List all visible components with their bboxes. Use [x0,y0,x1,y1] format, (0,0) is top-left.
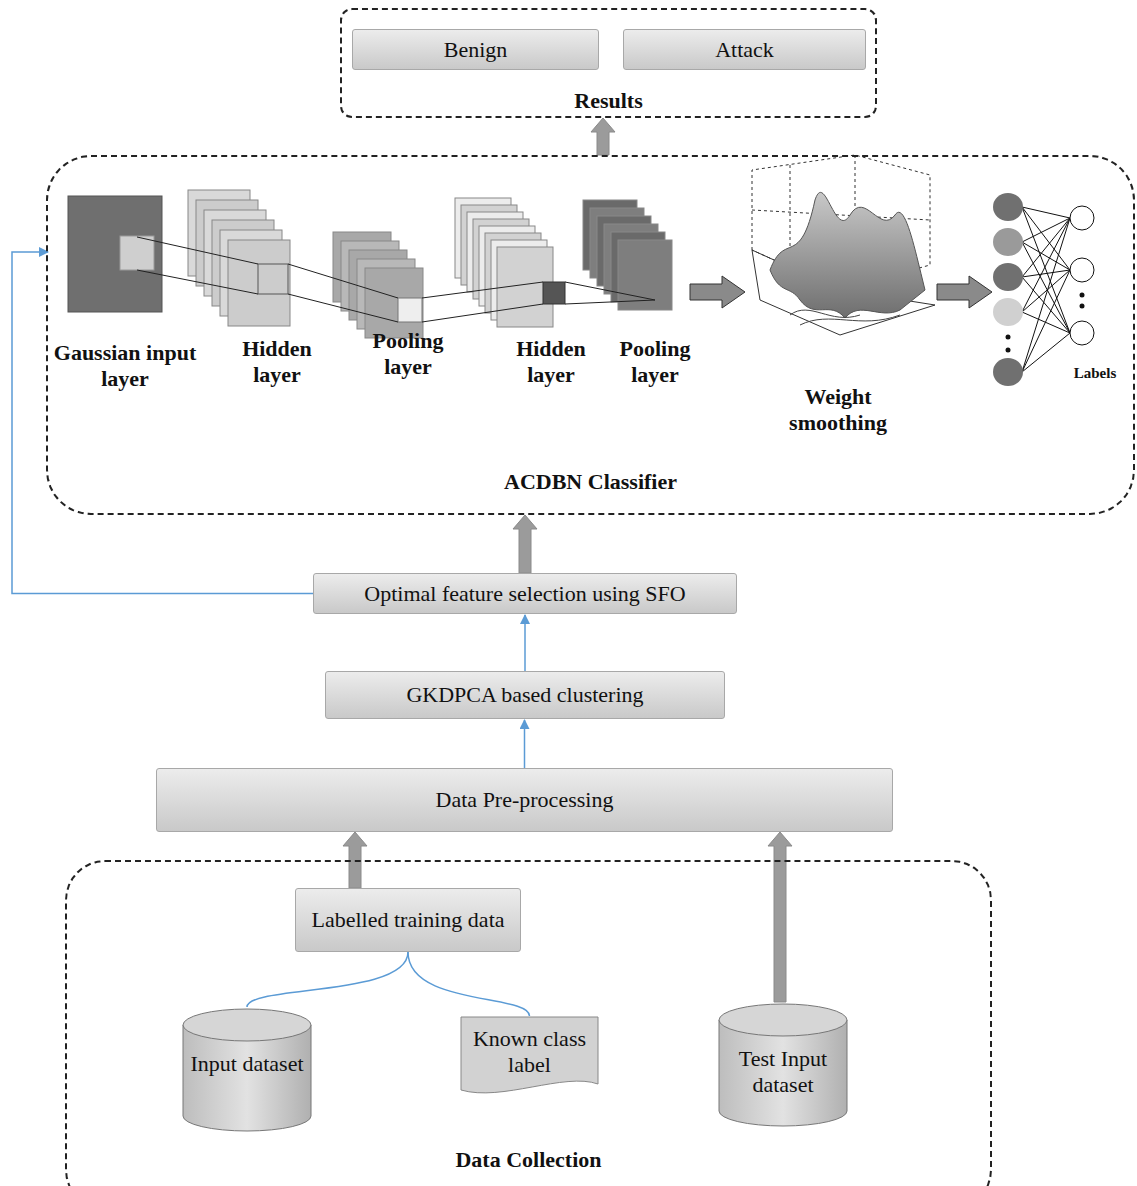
receptive-line [565,300,655,304]
flow-connector [12,252,313,594]
net-link [1022,333,1070,372]
neuron [993,358,1023,386]
neuron [993,298,1023,326]
net-link [1022,207,1070,270]
layer-caption: Gaussian input layer [50,340,200,392]
flow-connector [247,952,408,1007]
box-label: Optimal feature selection using SFO [364,581,685,607]
process-box: Data Pre-processing [156,768,893,832]
box-label: Data Pre-processing [436,787,614,813]
receptive-line [137,270,258,294]
net-link [1022,218,1070,277]
document-shape: Known class label [460,1016,599,1096]
feature-map [228,240,290,326]
input-map [68,196,162,312]
net-link [1022,207,1070,333]
layer-caption: Labels [1060,364,1130,382]
box-label: GKDPCA based clustering [406,682,643,708]
box-label: Benign [444,37,508,63]
flow-connector [524,615,526,671]
group-title: Results [342,88,875,114]
neuron [993,228,1023,256]
database-cylinder: Test Input dataset [718,1002,848,1127]
net-link [1022,218,1070,242]
block-arrow [513,515,537,573]
cylinder-top [183,1009,311,1041]
process-box: Benign [352,29,599,70]
receptive-line [288,264,398,298]
box-label: Input dataset [190,1051,304,1077]
kernel-window [120,236,154,270]
receptive-line [422,282,543,298]
flow-connector [408,952,530,1016]
neuron [993,193,1023,221]
net-link [1022,218,1070,312]
cylinder-top [719,1004,847,1036]
net-link [1022,312,1070,333]
box-label: Known class label [464,1026,595,1078]
process-box: Optimal feature selection using SFO [313,573,737,614]
net-link [1022,242,1070,333]
neuron [993,263,1023,291]
ellipsis-dot [1080,293,1085,298]
weight-surface [752,155,935,335]
layer-caption: Weight smoothing [773,384,903,436]
kernel-window [398,298,422,322]
group-region: Results Benign Attack [340,8,877,118]
neuron [1070,321,1094,345]
ellipsis-dot [1006,335,1011,340]
receptive-line [288,294,398,322]
neuron [1070,206,1094,230]
ellipsis-dot [1080,304,1085,309]
net-link [1022,270,1070,312]
pool-map [365,268,423,338]
process-box: Attack [623,29,866,70]
net-link [1022,218,1070,372]
box-label: Test Input dataset [726,1046,840,1098]
pool-map [618,240,672,310]
group-title: Data Collection [67,1147,990,1173]
document-body [461,1017,598,1093]
layer-caption: Hidden layer [232,336,322,388]
layer-caption: Hidden layer [506,336,596,388]
net-link [1022,270,1070,372]
layer-caption: Pooling layer [358,328,458,380]
layer-caption: Pooling layer [605,336,705,388]
flow-arrow [937,276,992,308]
block-arrow [591,118,615,155]
receptive-line [422,304,543,322]
process-box: GKDPCA based clustering [325,671,725,719]
receptive-line [137,237,258,264]
block-arrow [768,832,792,1002]
neuron [1070,258,1094,282]
database-cylinder: Input dataset [182,1007,312,1132]
process-box: Labelled training data [295,888,521,952]
kernel-window [543,282,565,304]
flow-arrow [690,276,745,308]
group-region: ACDBN Classifier [46,155,1135,515]
flow-connector [524,720,526,768]
group-region: Data Collection Labelled training dataInp… [65,860,992,1186]
ellipsis-dot [1006,348,1011,353]
box-label: Labelled training data [311,907,504,933]
box-label: Attack [715,37,774,63]
receptive-line [565,282,655,300]
kernel-window [258,264,288,294]
group-title: ACDBN Classifier [48,469,1133,495]
